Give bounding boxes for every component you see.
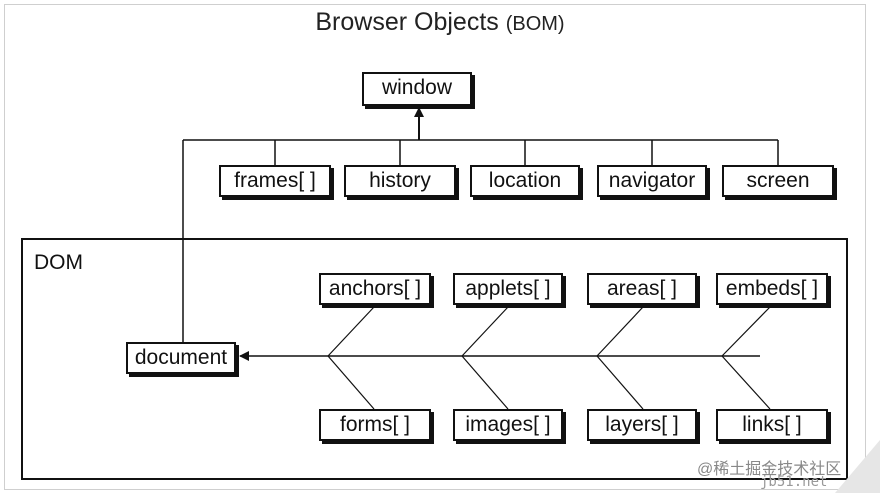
forms-box: forms[ ] (319, 409, 431, 441)
areas-box: areas[ ] (587, 273, 697, 305)
applets-box: applets[ ] (453, 273, 563, 305)
areas-label: areas[ ] (606, 277, 678, 300)
document-box: document (126, 342, 236, 374)
diag-areas (596, 306, 644, 357)
diag-anchors (327, 306, 375, 357)
window-label: window (381, 76, 453, 99)
diagram-title: Browser Objects (BOM) (0, 8, 880, 37)
dom-frame (21, 238, 848, 480)
dom-label: DOM (34, 251, 83, 274)
watermark-corner (835, 440, 880, 493)
diag-embeds (721, 306, 771, 357)
embeds-label: embeds[ ] (725, 277, 819, 300)
watermark-site: jb51.net (760, 474, 828, 490)
screen-label: screen (746, 169, 810, 192)
diag-forms (327, 355, 375, 410)
diag-images (461, 355, 509, 410)
history-label: history (369, 169, 431, 192)
window-box: window (362, 72, 472, 106)
document-label: document (134, 346, 228, 369)
history-box: history (344, 165, 456, 197)
navigator-box: navigator (597, 165, 707, 197)
location-label: location (488, 169, 562, 192)
watermark-text: @稀土掘金技术社区 (697, 461, 842, 478)
anchors-label: anchors[ ] (328, 277, 422, 300)
diag-layers (596, 355, 644, 410)
location-box: location (470, 165, 580, 197)
diagram-frame (4, 4, 866, 490)
title-sub: (BOM) (505, 13, 565, 35)
navigator-label: navigator (608, 169, 696, 192)
applets-label: applets[ ] (465, 277, 551, 300)
embeds-box: embeds[ ] (716, 273, 828, 305)
forms-label: forms[ ] (339, 413, 410, 436)
frames-box: frames[ ] (219, 165, 331, 197)
images-label: images[ ] (465, 413, 551, 436)
layers-label: layers[ ] (605, 413, 679, 436)
frames-label: frames[ ] (234, 169, 316, 192)
links-box: links[ ] (716, 409, 828, 441)
layers-box: layers[ ] (587, 409, 697, 441)
anchors-box: anchors[ ] (319, 273, 431, 305)
diag-links (721, 355, 771, 410)
images-box: images[ ] (453, 409, 563, 441)
screen-box: screen (722, 165, 834, 197)
links-label: links[ ] (742, 413, 802, 436)
title-main: Browser Objects (315, 8, 499, 36)
diag-applets (461, 306, 509, 357)
